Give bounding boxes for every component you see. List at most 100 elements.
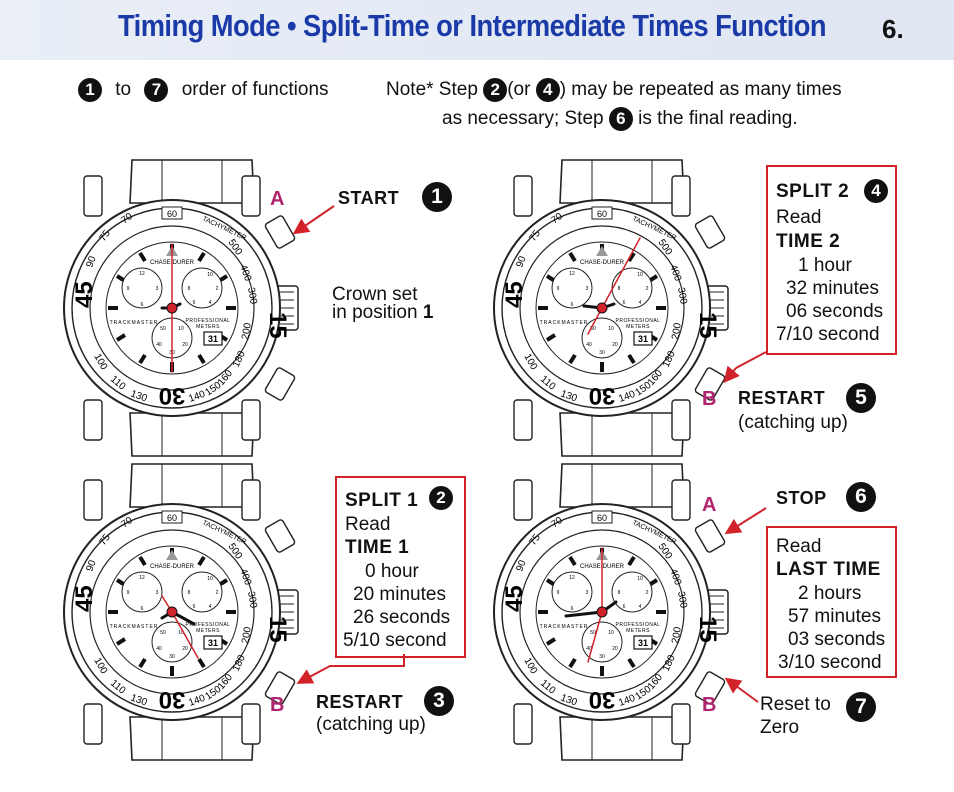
svg-text:300: 300 [245, 287, 259, 306]
watch-hand [171, 611, 199, 659]
step-badge: 6 [608, 107, 633, 131]
svg-text:METERS: METERS [196, 628, 220, 634]
time-line: 57 minutes [788, 606, 881, 627]
restart-label: RESTART [738, 388, 826, 408]
time-line: 03 seconds [788, 629, 886, 650]
button-a-label: A [270, 188, 285, 210]
svg-text:40: 40 [586, 646, 592, 652]
svg-text:20: 20 [182, 342, 188, 348]
time-line: 20 minutes [353, 584, 446, 605]
svg-text:PROFESSIONAL: PROFESSIONAL [616, 318, 661, 324]
svg-text:6: 6 [141, 302, 144, 308]
crown-position: 1 [422, 302, 434, 323]
svg-text:15: 15 [694, 616, 721, 643]
svg-text:4: 4 [209, 604, 212, 610]
svg-text:2: 2 [216, 286, 219, 292]
read-label: Read [776, 207, 822, 228]
svg-text:10: 10 [637, 576, 643, 582]
split-2-box: SPLIT 2 4 Read TIME 2 1 hour 32 minutes … [766, 165, 897, 355]
order-note: 1 to 7 order of functions [78, 78, 329, 102]
step-badge: 5 [846, 383, 876, 413]
svg-text:45: 45 [501, 281, 528, 308]
svg-text:8: 8 [618, 590, 621, 596]
read-label: Read [776, 536, 822, 557]
svg-text:2: 2 [646, 286, 649, 292]
svg-text:10: 10 [207, 576, 213, 582]
svg-text:8: 8 [188, 590, 191, 596]
svg-text:METERS: METERS [626, 324, 650, 330]
svg-text:PROFESSIONAL: PROFESSIONAL [186, 622, 231, 628]
arrow-b-panel4 [724, 677, 759, 703]
restart-label: RESTART [316, 692, 404, 712]
svg-text:90: 90 [84, 254, 98, 269]
split-1-box: SPLIT 1 2 Read TIME 1 0 hour 20 minutes … [335, 476, 466, 658]
svg-text:10: 10 [178, 630, 184, 636]
time-line: 32 minutes [786, 278, 879, 299]
svg-text:45: 45 [501, 585, 528, 612]
arrow-a-panel1 [292, 205, 335, 235]
svg-text:10: 10 [637, 272, 643, 278]
catching-up-label: (catching up) [738, 412, 848, 433]
svg-text:6: 6 [623, 300, 626, 306]
note-or: (or [507, 79, 531, 101]
svg-text:30: 30 [589, 686, 616, 713]
step-badge: 3 [424, 686, 454, 716]
svg-text:300: 300 [245, 591, 259, 610]
svg-text:300: 300 [675, 591, 689, 610]
svg-text:20: 20 [612, 646, 618, 652]
svg-text:TRACKMASTER: TRACKMASTER [110, 320, 159, 326]
svg-text:4: 4 [639, 604, 642, 610]
svg-text:30: 30 [159, 382, 186, 409]
note-prefix: Note* Step [386, 79, 478, 101]
svg-text:15: 15 [264, 616, 291, 643]
svg-text:4: 4 [639, 300, 642, 306]
button-a-label: A [702, 494, 717, 516]
arrow-a-panel4 [724, 507, 767, 535]
hand-pivot [166, 302, 178, 314]
svg-text:50: 50 [590, 630, 596, 636]
watch-illustration-2: 60 TACHYMETER 500 400 300 200 180 160 15… [493, 159, 729, 457]
svg-text:31: 31 [208, 334, 218, 344]
crown-line-1: Crown set [332, 284, 418, 305]
svg-text:31: 31 [638, 334, 648, 344]
svg-text:12: 12 [569, 271, 575, 277]
watch-hand [601, 237, 641, 309]
step-badge: 7 [144, 78, 169, 102]
svg-text:50: 50 [160, 326, 166, 332]
svg-text:31: 31 [208, 638, 218, 648]
svg-text:15: 15 [694, 312, 721, 339]
time-label: LAST TIME [776, 559, 881, 580]
svg-text:60: 60 [167, 209, 177, 219]
svg-text:TRACKMASTER: TRACKMASTER [110, 624, 159, 630]
svg-text:30: 30 [169, 654, 175, 660]
svg-text:30: 30 [589, 382, 616, 409]
svg-text:12: 12 [139, 271, 145, 277]
time-line: 2 hours [798, 583, 862, 604]
svg-text:6: 6 [623, 604, 626, 610]
page-number: 6. [882, 14, 904, 44]
time-line: 5/10 second [343, 630, 447, 651]
svg-text:2: 2 [646, 590, 649, 596]
time-label: TIME 2 [776, 231, 841, 252]
svg-text:200: 200 [670, 626, 684, 645]
crown-line-2: in position 1 [332, 302, 433, 324]
watch-hand [564, 610, 604, 618]
svg-text:10: 10 [608, 630, 614, 636]
last-time-box: Read LAST TIME 2 hours 57 minutes 03 sec… [766, 526, 897, 678]
hand-pivot [166, 606, 178, 618]
time-line: 7/10 second [776, 324, 880, 345]
svg-text:TRACKMASTER: TRACKMASTER [540, 624, 589, 630]
step-badge: 6 [846, 482, 876, 512]
svg-text:50: 50 [160, 630, 166, 636]
read-label: Read [345, 514, 391, 535]
box-title: SPLIT 2 [776, 181, 850, 202]
svg-text:PROFESSIONAL: PROFESSIONAL [616, 622, 661, 628]
svg-text:45: 45 [71, 281, 98, 308]
order-text: order of functions [181, 79, 329, 101]
svg-text:30: 30 [159, 686, 186, 713]
svg-text:PROFESSIONAL: PROFESSIONAL [186, 318, 231, 324]
svg-text:8: 8 [618, 286, 621, 292]
svg-text:3: 3 [586, 286, 589, 292]
box-title: SPLIT 1 [345, 490, 419, 511]
note-line-2: as necessary; Step 6 is the final readin… [442, 107, 798, 131]
